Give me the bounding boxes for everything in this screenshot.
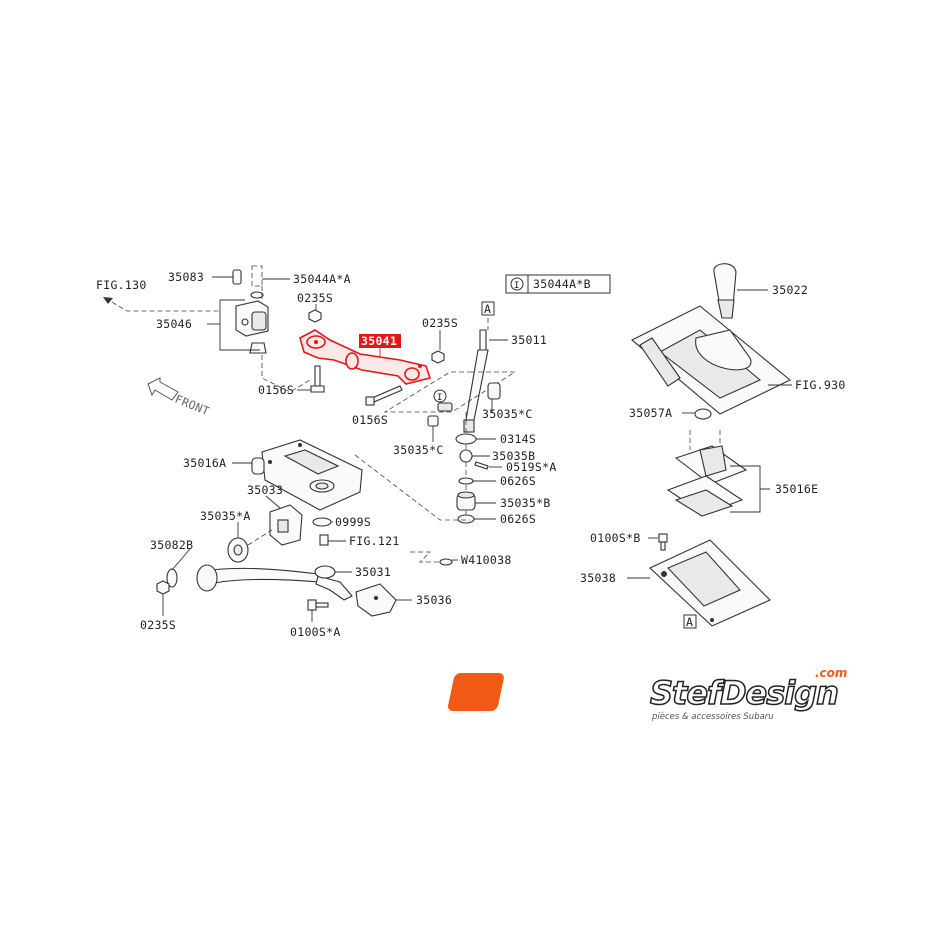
part-35035-b-drawing [456, 491, 476, 511]
part-35038-drawing [649, 539, 771, 627]
label-35044a-a: 35044A*A [293, 272, 351, 286]
label-35016e: 35016E [775, 482, 818, 496]
label-35057a: 35057A [629, 406, 672, 420]
label-35035a: 35035*A [200, 509, 251, 523]
part-35036-drawing [355, 583, 397, 617]
label-0314s: 0314S [500, 432, 536, 446]
part-w410038-drawing [439, 558, 453, 566]
label-0235s-mid: 0235S [422, 316, 458, 330]
label-35033: 35033 [247, 483, 283, 497]
label-35046: 35046 [156, 317, 192, 331]
part-35083-drawing [232, 269, 242, 285]
label-35035b: 35035B [492, 449, 535, 463]
label-circle-i-small: I [437, 393, 443, 403]
logo-mark: SD [604, 680, 641, 708]
part-35057a-drawing [694, 408, 712, 420]
label-35041-badge [359, 334, 401, 348]
label-circle-i: I [514, 281, 520, 291]
logo-domain: .com [815, 666, 847, 680]
label-35035c-left: 35035*C [393, 443, 444, 457]
part-0235s-bottom-drawing [156, 580, 170, 595]
label-35083: 35083 [168, 270, 204, 284]
label-35035-b: 35035*B [500, 496, 551, 510]
label-fig130: FIG.130 [96, 278, 147, 292]
label-35036: 35036 [416, 593, 452, 607]
label-front: FRONT [173, 392, 212, 419]
label-35038: 35038 [580, 571, 616, 585]
label-fig930: FIG.930 [795, 378, 846, 392]
part-35082b-drawing [166, 564, 353, 601]
part-35016e-drawing [666, 445, 748, 517]
label-0100s-b: 0100S*B [590, 531, 641, 545]
label-0235s-top: 0235S [297, 291, 333, 305]
part-35035a-drawing [227, 529, 273, 563]
label-marker-a-top: A [484, 302, 491, 316]
fig121-bolt-drawing [319, 534, 329, 546]
stefdesign-logo: SD StefDesign .com pièces & accessoires … [448, 666, 847, 722]
label-0626s-1: 0626S [500, 474, 536, 488]
fig130-arrow-icon [103, 297, 113, 304]
part-fig930-drawing [631, 305, 792, 415]
part-35022-drawing [713, 263, 737, 319]
label-35031: 35031 [355, 565, 391, 579]
label-0235s-bottom: 0235S [140, 618, 176, 632]
label-35016a: 35016A [183, 456, 226, 470]
circle-i-small-icon [433, 389, 447, 403]
part-35011-drawing [463, 329, 489, 433]
label-35035c-right: 35035*C [482, 407, 533, 421]
part-35035b-drawing [459, 449, 473, 463]
part-35044a-a-drawing [250, 265, 264, 299]
label-0519s-a: 0519S*A [506, 460, 557, 474]
part-35041-drawing [299, 329, 432, 385]
logo-tagline: pièces & accessoires Subaru [651, 711, 774, 722]
part-35033-drawing [269, 504, 303, 546]
part-0235s-mid-drawing [431, 350, 445, 364]
part-35035c-right-drawing [487, 382, 501, 400]
part-0626s-2-drawing [457, 514, 475, 524]
label-0100s-a: 0100S*A [290, 625, 341, 639]
label-0156s-mid: 0156S [352, 413, 388, 427]
part-0100s-b-drawing [658, 533, 668, 551]
front-arrow-icon [147, 377, 179, 401]
inset-35044a-b-box [505, 274, 611, 294]
label-0999s: 0999S [335, 515, 371, 529]
label-marker-a-bottom: A [686, 615, 693, 629]
marker-a-bottom-box [683, 614, 697, 629]
logo-name: StefDesign [650, 674, 838, 712]
label-fig121: FIG.121 [349, 534, 400, 548]
part-0999s-drawing [312, 517, 332, 527]
marker-a-top-box [481, 301, 495, 316]
label-35082b: 35082B [150, 538, 193, 552]
label-35044a-b: 35044A*B [533, 277, 591, 291]
part-0519s-a-drawing [474, 461, 489, 470]
part-0156s-left-drawing [310, 365, 325, 393]
circle-i-icon [510, 277, 524, 291]
part-0235s-top-drawing [308, 309, 322, 323]
part-0626s-1-drawing [458, 477, 474, 485]
label-35022: 35022 [772, 283, 808, 297]
label-35011: 35011 [511, 333, 547, 347]
part-0314s-drawing [455, 433, 477, 445]
part-35016a-drawing [251, 439, 363, 511]
part-35031-drawing [314, 565, 336, 579]
part-0100s-a-drawing [307, 599, 329, 611]
part-35046-drawing [235, 300, 269, 354]
part-0156s-mid-drawing [365, 385, 403, 406]
label-w410038: W410038 [461, 553, 512, 567]
label-0626s-2: 0626S [500, 512, 536, 526]
label-0156s-left: 0156S [258, 383, 294, 397]
part-35035c-left-drawing [427, 402, 453, 427]
label-35041: 35041 [361, 334, 397, 348]
